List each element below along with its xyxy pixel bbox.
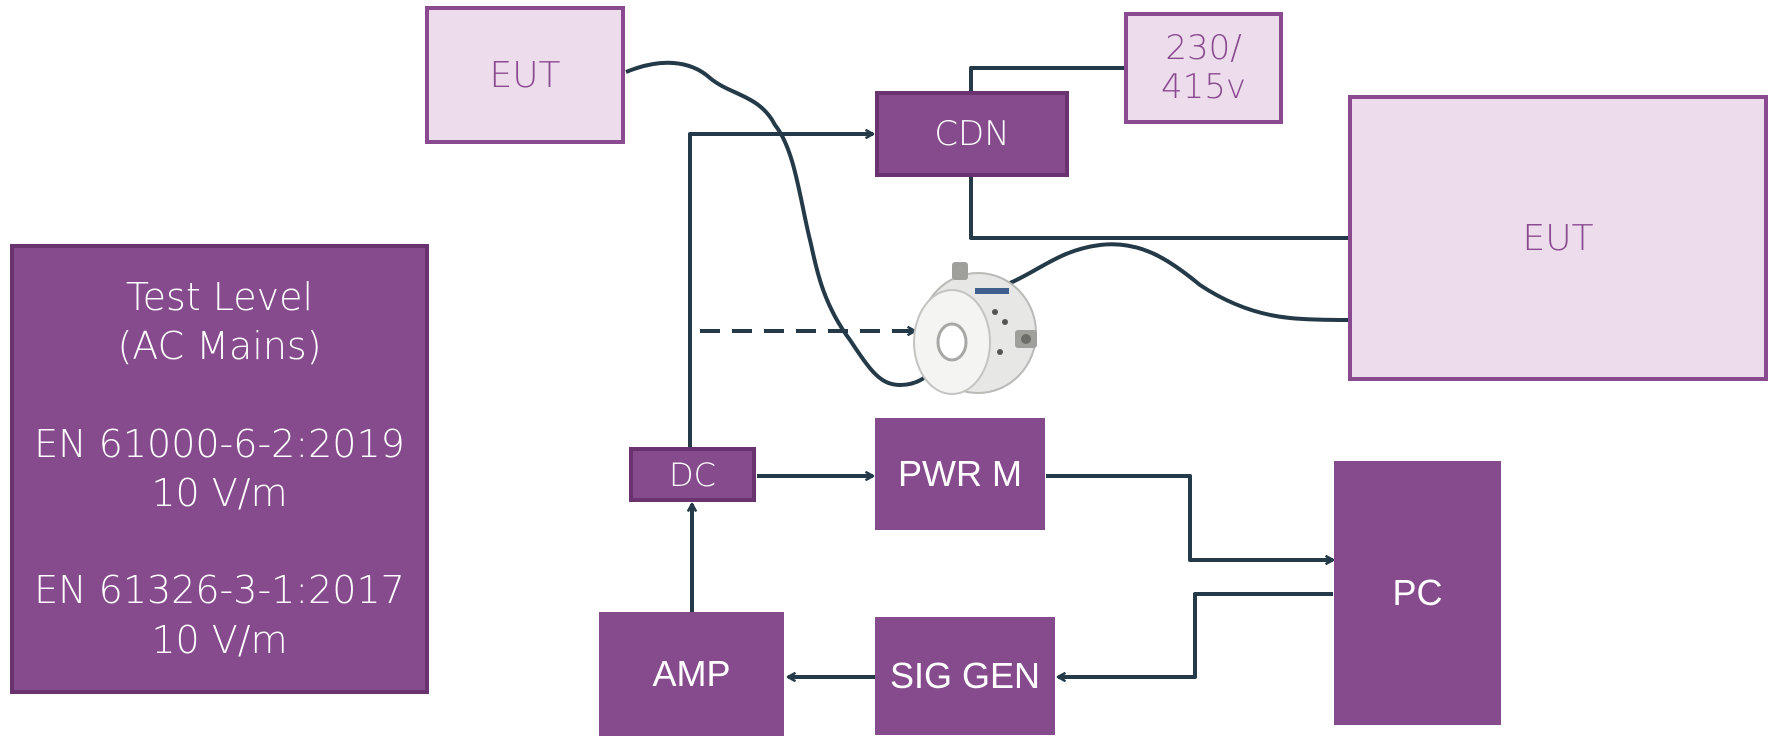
pc-to-siggen-line	[1058, 592, 1333, 677]
dc-label: DC	[669, 455, 716, 494]
small-eut-cable	[625, 60, 952, 387]
supply-label-line2: 415v	[1160, 67, 1247, 107]
amp-label: AMP	[652, 653, 731, 694]
test-level-panel: Test Level (AC Mains) EN 61000-6-2:2019 …	[10, 244, 429, 694]
supply-box: 230/ 415v	[1124, 12, 1283, 124]
pwr-m-box: PWR M	[875, 418, 1045, 530]
pwrm-to-pc-line	[1046, 474, 1333, 560]
clamp-to-eut-cable	[1009, 242, 1351, 322]
sig-gen-box: SIG GEN	[875, 617, 1055, 735]
test-level-value-1: 10 V/m	[151, 471, 288, 515]
large-eut-box: EUT	[1348, 95, 1768, 381]
cdn-to-eut-line	[969, 175, 1350, 240]
pc-label: PC	[1392, 572, 1443, 613]
large-eut-label: EUT	[1522, 217, 1594, 259]
cdn-label: CDN	[934, 114, 1010, 154]
current-clamp-icon	[913, 262, 1037, 395]
test-level-standard-1: EN 61000-6-2:2019	[34, 421, 405, 466]
test-level-value-2: 10 V/m	[151, 617, 288, 662]
pwr-m-label: PWR M	[898, 453, 1022, 494]
dc-to-cdn-line	[688, 134, 873, 450]
test-level-title-line1: Test Level	[125, 274, 314, 319]
small-eut-box: EUT	[425, 6, 625, 144]
dc-box: DC	[629, 447, 756, 502]
test-level-title-line2: (AC Mains)	[117, 324, 322, 369]
pc-box: PC	[1334, 461, 1501, 725]
cdn-box: CDN	[875, 91, 1069, 177]
amp-box: AMP	[599, 612, 784, 736]
supply-label-line1: 230/	[1165, 27, 1242, 68]
small-eut-label: EUT	[489, 54, 561, 96]
test-level-standard-2: EN 61326-3-1:2017	[34, 568, 405, 613]
cdn-to-supply-line	[969, 66, 1126, 92]
sig-gen-label: SIG GEN	[889, 655, 1041, 696]
